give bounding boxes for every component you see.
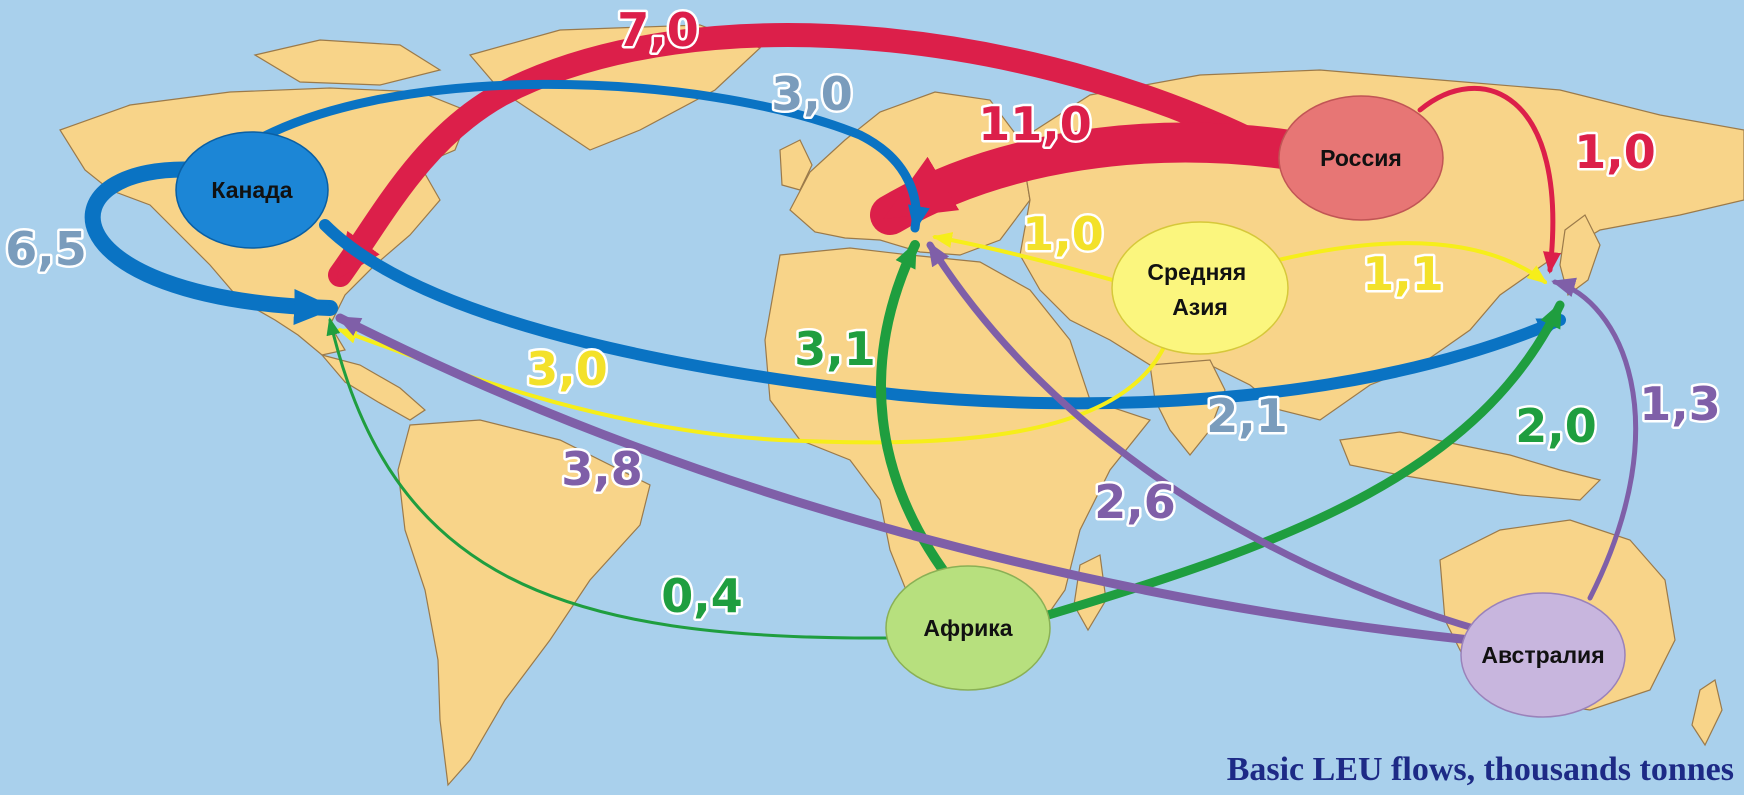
flow-africa-usa (326, 317, 892, 640)
region-bubbles: Канада Россия Средняя Азия Африка Австра… (175, 95, 1626, 718)
uk-land (779, 139, 813, 191)
flow-central-asia-europe (932, 232, 1132, 287)
label-canada-east-asia: 2,1 (1206, 389, 1288, 443)
new-zealand-land (1691, 679, 1723, 747)
flow-central-asia-east-asia (1268, 241, 1548, 284)
region-bubble-canada (175, 131, 329, 249)
region-bubble-australia (1460, 592, 1626, 718)
label-africa-usa: 0,4 (661, 569, 743, 623)
flow-africa-east-asia (1043, 300, 1565, 620)
region-label-central-asia-line2: Азия (1172, 294, 1228, 320)
label-africa-europe: 3,1 (794, 322, 876, 376)
flow-canada-usa (84, 161, 338, 325)
label-africa-east-asia: 2,0 (1515, 399, 1597, 453)
flow-value-labels: 7,0 11,0 1,0 3,0 6,5 2,1 1,0 1,1 3,0 3,1… (3, 1, 1724, 626)
region-label-russia: Россия (1320, 145, 1402, 171)
label-australia-east-asia: 1,3 (1639, 377, 1721, 431)
flow-canada-east-asia (319, 219, 1566, 410)
flow-australia-europe (926, 241, 1484, 634)
region-label-africa: Африка (923, 615, 1012, 641)
region-central-asia: Средняя Азия (1111, 221, 1289, 355)
region-bubble-central-asia (1111, 221, 1289, 355)
flow-russia-usa (328, 23, 1302, 287)
label-australia-europe: 2,6 (1094, 475, 1176, 529)
label-central-asia-east-asia: 1,1 (1362, 247, 1444, 301)
region-australia: Австралия (1460, 592, 1626, 718)
flow-arrows (84, 23, 1639, 645)
region-label-australia: Австралия (1481, 642, 1604, 668)
label-canada-europe: 3,0 (771, 67, 853, 121)
label-russia-usa: 7,0 (617, 3, 699, 57)
label-canada-usa: 6,5 (5, 222, 87, 276)
arctic-islands-land (253, 39, 442, 86)
region-label-central-asia-line1: Средняя (1147, 259, 1246, 285)
svg-text:Средняя Азия: Средняя Азия (1147, 259, 1252, 320)
label-central-asia-europe: 1,0 (1022, 207, 1104, 261)
flow-africa-europe (876, 240, 963, 595)
flow-russia-europe (870, 122, 1310, 235)
label-russia-east-asia: 1,0 (1574, 125, 1656, 179)
map-caption: Basic LEU flows, thousands tonnes (1226, 751, 1734, 788)
region-canada: Канада (175, 131, 329, 249)
flow-australia-usa (335, 313, 1475, 645)
flow-canada-europe (235, 79, 930, 233)
flow-australia-east-asia (1551, 277, 1639, 601)
south-america-land (397, 419, 651, 787)
region-bubble-russia (1278, 95, 1444, 221)
region-russia: Россия (1278, 95, 1444, 221)
label-central-asia-usa: 3,0 (526, 342, 608, 396)
flow-russia-east-asia (1417, 85, 1561, 274)
label-australia-usa: 3,8 (561, 442, 643, 496)
region-label-canada: Канада (211, 177, 292, 203)
label-russia-europe: 11,0 (978, 97, 1092, 151)
region-bubble-africa (885, 565, 1051, 691)
region-africa: Африка (885, 565, 1051, 691)
